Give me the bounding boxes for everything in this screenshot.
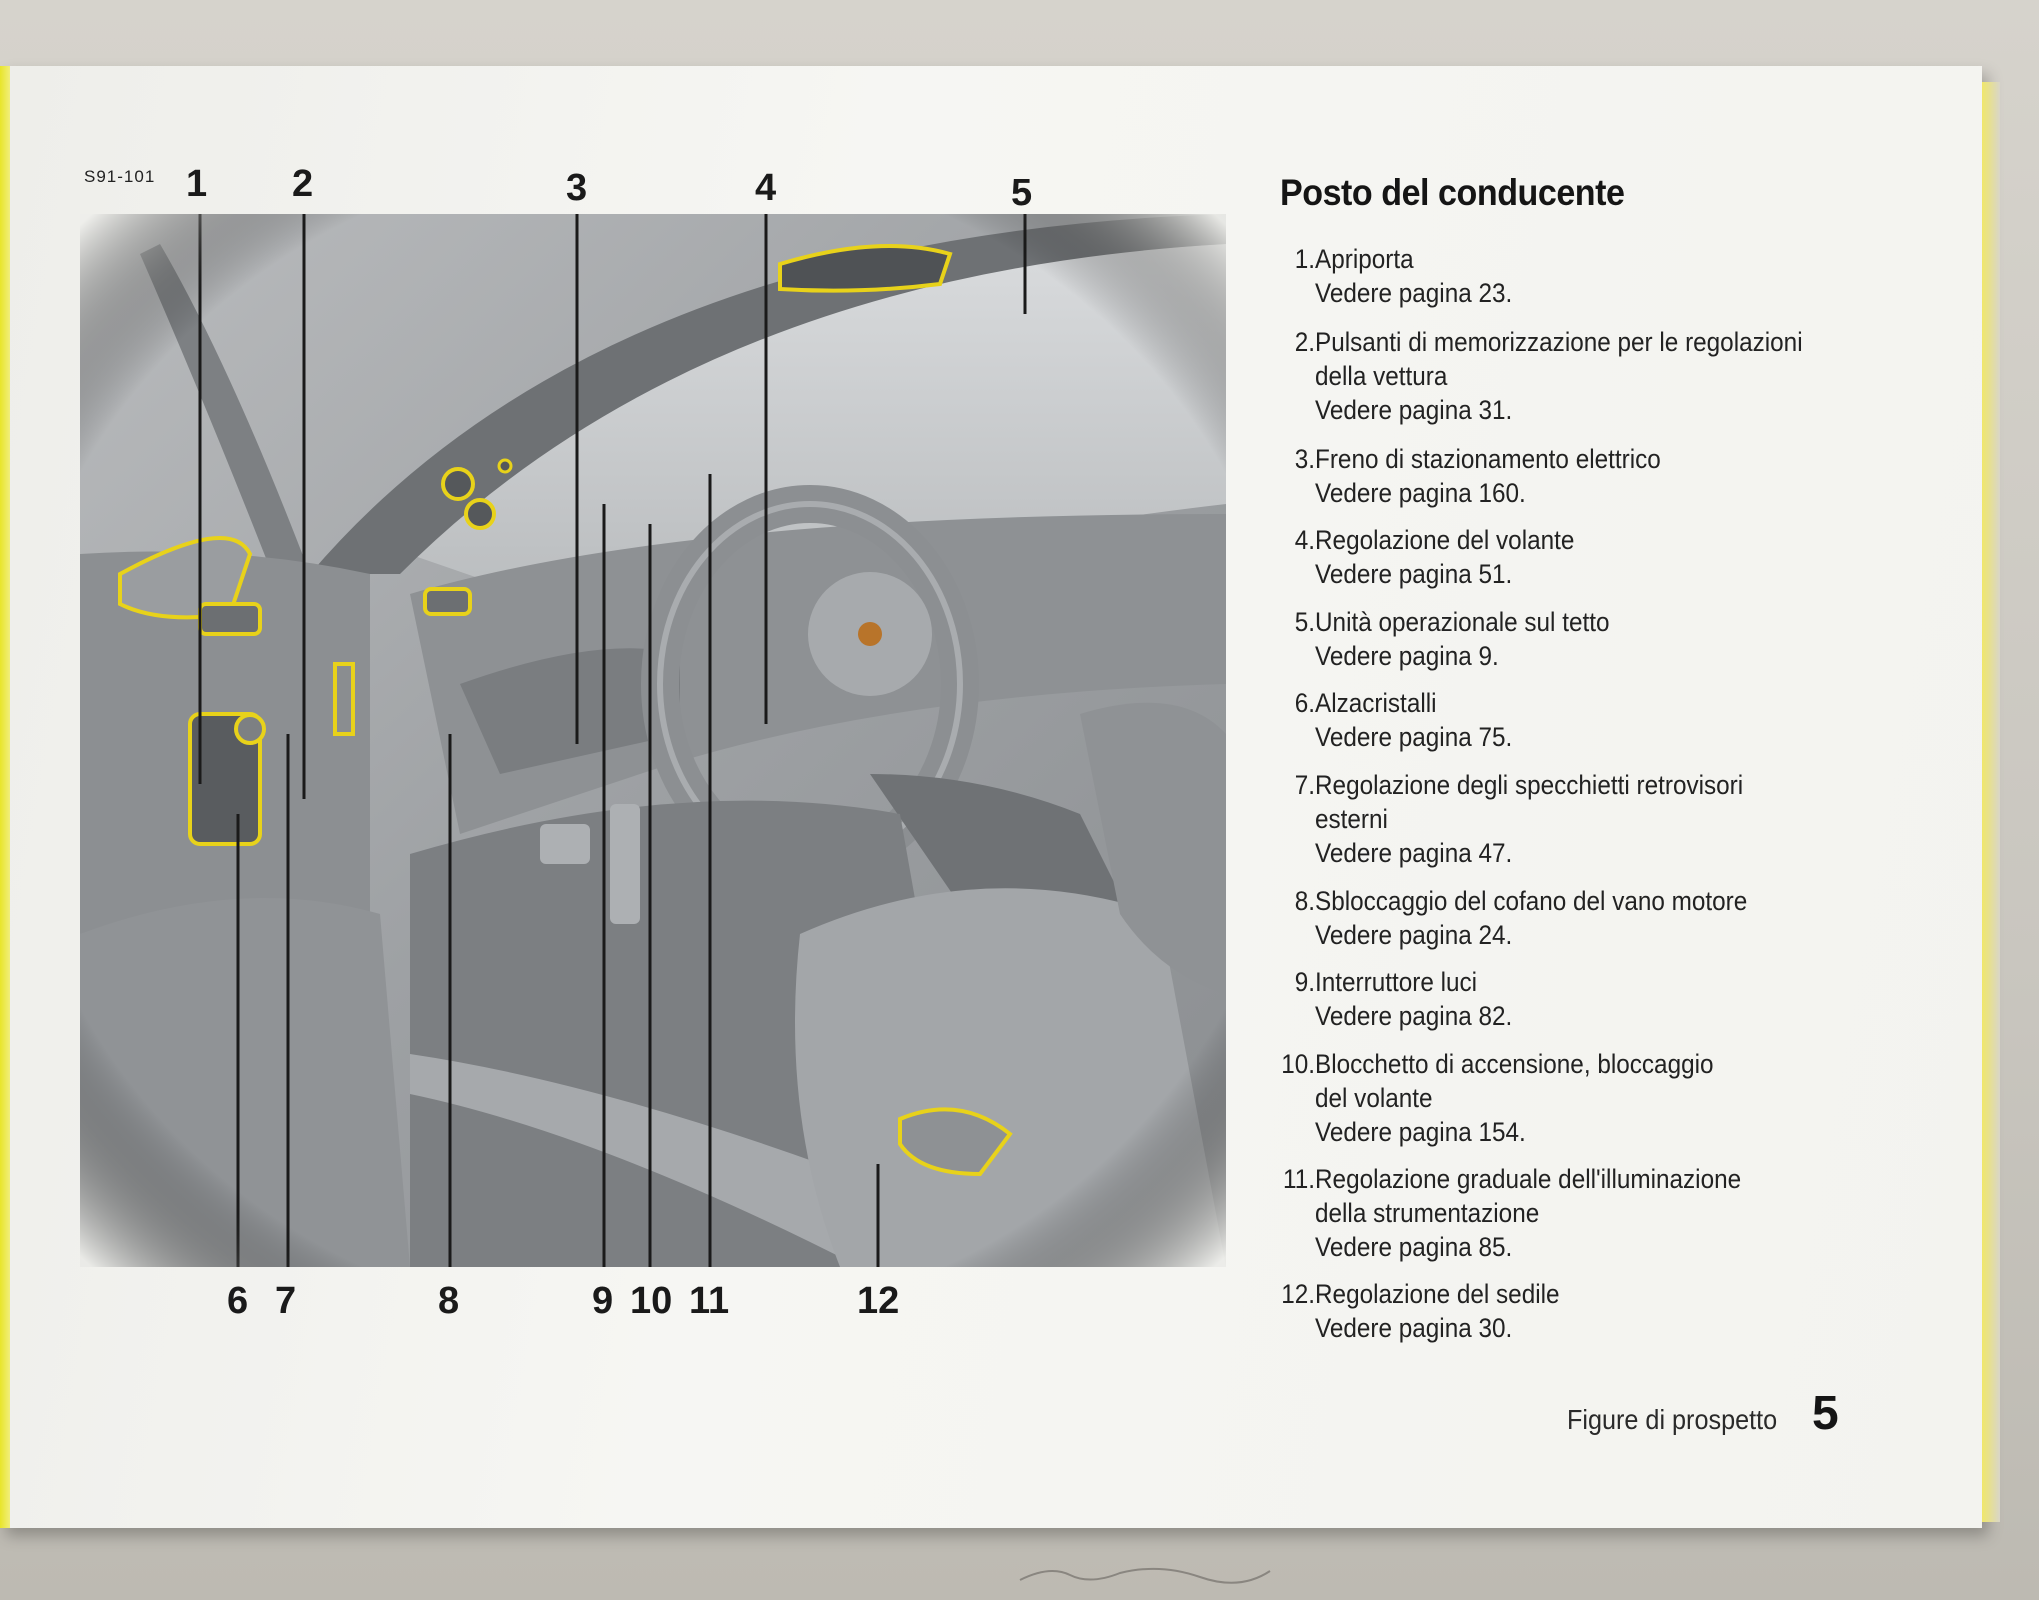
- item-line: esterni: [1315, 804, 1388, 834]
- callout-9: 9: [592, 1280, 614, 1322]
- item-line: Regolazione degli specchietti retrovisor…: [1315, 770, 1744, 800]
- figure-code: S91-101: [84, 167, 156, 186]
- item-line: Vedere pagina 31.: [1315, 395, 1513, 425]
- item-line: della vettura: [1315, 361, 1448, 391]
- item-line: Vedere pagina 154.: [1315, 1117, 1526, 1147]
- list-item: 10. Blocchetto di accensione, bloccaggio…: [1270, 1047, 1846, 1149]
- item-line: Vedere pagina 160.: [1315, 478, 1526, 508]
- car-interior-illustration: [80, 214, 1226, 1267]
- item-line: Regolazione graduale dell'illuminazione: [1315, 1164, 1742, 1194]
- list-item: 8. Sbloccaggio del cofano del vano motor…: [1270, 884, 1846, 952]
- callout-8: 8: [438, 1280, 460, 1322]
- item-line: Alzacristalli: [1315, 688, 1437, 718]
- item-number: 11.: [1283, 1164, 1315, 1194]
- item-line: Vedere pagina 47.: [1315, 838, 1513, 868]
- item-line: Regolazione del volante: [1315, 525, 1575, 555]
- item-line: Vedere pagina 24.: [1315, 920, 1513, 950]
- item-line: Pulsanti di memorizzazione per le regola…: [1315, 327, 1803, 357]
- item-line: Interruttore luci: [1315, 967, 1478, 997]
- item-number: 3.: [1294, 444, 1315, 474]
- item-line: Sbloccaggio del cofano del vano motore: [1315, 886, 1748, 916]
- item-line: Vedere pagina 75.: [1315, 722, 1513, 752]
- handwritten-mark: [1019, 1567, 1271, 1584]
- page-stack-edge: [1982, 82, 2000, 1522]
- vignette: [80, 214, 1226, 1267]
- item-line: Vedere pagina 82.: [1315, 1001, 1513, 1031]
- item-number: 5.: [1294, 607, 1315, 637]
- callout-6: 6: [227, 1280, 249, 1322]
- callout-10: 10: [630, 1280, 673, 1322]
- item-line: Regolazione del sedile: [1315, 1279, 1560, 1309]
- item-line: Vedere pagina 23.: [1315, 278, 1513, 308]
- item-line: Vedere pagina 51.: [1315, 559, 1513, 589]
- callout-3: 3: [566, 167, 588, 209]
- item-number: 7.: [1294, 770, 1315, 800]
- list-item: 2. Pulsanti di memorizzazione per le reg…: [1270, 325, 1846, 427]
- item-line: Vedere pagina 85.: [1315, 1232, 1513, 1262]
- callout-2: 2: [292, 163, 314, 205]
- callout-12: 12: [857, 1280, 900, 1322]
- list-item: 7. Regolazione degli specchietti retrovi…: [1270, 768, 1846, 870]
- list-item: 11. Regolazione graduale dell'illuminazi…: [1270, 1162, 1846, 1264]
- page-number: 5: [1812, 1387, 1839, 1440]
- item-line: Apriporta: [1315, 244, 1414, 274]
- item-number: 6.: [1294, 688, 1315, 718]
- item-number: 12.: [1281, 1279, 1315, 1309]
- callout-7: 7: [275, 1280, 297, 1322]
- callout-4: 4: [755, 167, 777, 209]
- item-line: del volante: [1315, 1083, 1433, 1113]
- item-line: della strumentazione: [1315, 1198, 1540, 1228]
- item-number: 2.: [1294, 327, 1315, 357]
- item-number: 8.: [1294, 886, 1315, 916]
- item-line: Vedere pagina 30.: [1315, 1313, 1513, 1343]
- callout-1: 1: [186, 163, 208, 205]
- callout-11: 11: [689, 1280, 730, 1322]
- callout-5: 5: [1011, 172, 1033, 214]
- item-number: 1.: [1294, 244, 1315, 274]
- item-line: Freno di stazionamento elettrico: [1315, 444, 1661, 474]
- item-number: 4.: [1294, 525, 1315, 555]
- item-line: Blocchetto di accensione, bloccaggio: [1315, 1049, 1714, 1079]
- page-spine-edge: [0, 66, 10, 1528]
- item-number: 9.: [1294, 967, 1315, 997]
- item-line: Unità operazionale sul tetto: [1315, 607, 1610, 637]
- item-number: 10.: [1281, 1049, 1315, 1079]
- item-line: Vedere pagina 9.: [1315, 641, 1499, 671]
- section-label: Figure di prospetto: [1567, 1404, 1778, 1435]
- page-title: Posto del conducente: [1280, 172, 1625, 213]
